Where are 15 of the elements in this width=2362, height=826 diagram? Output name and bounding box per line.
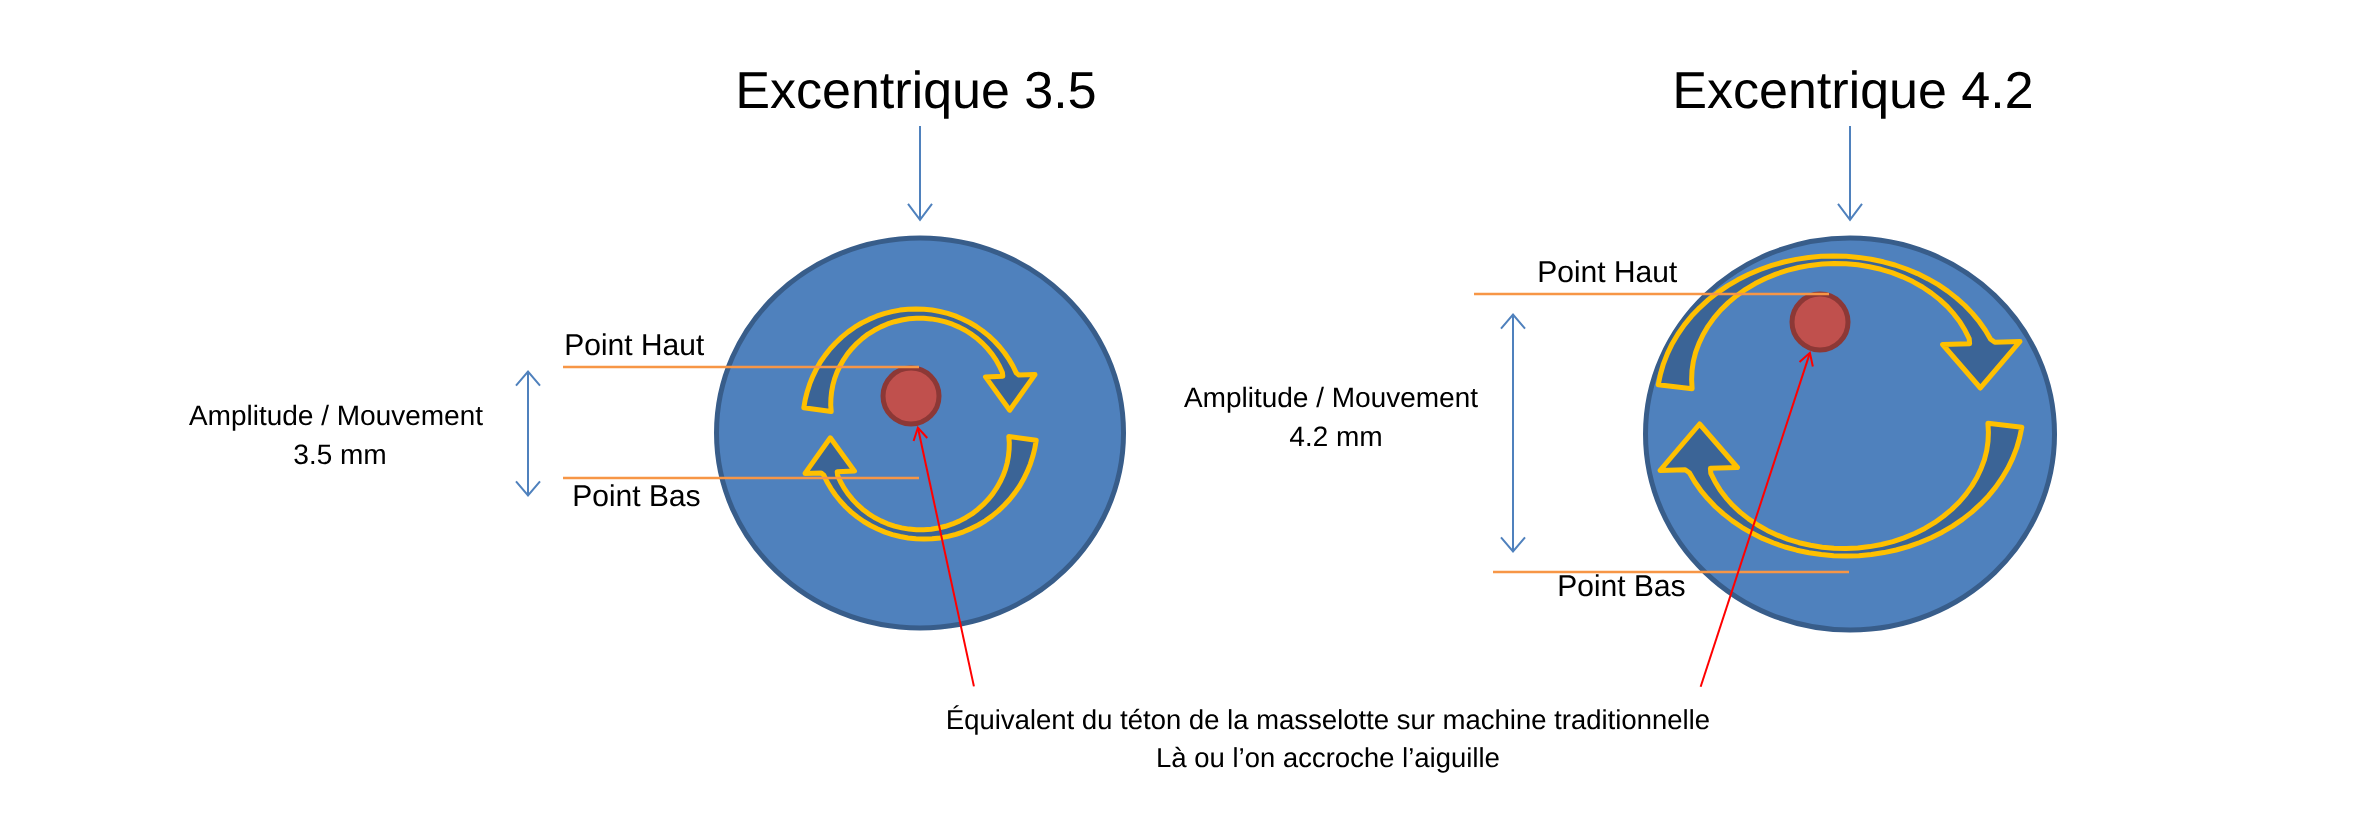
dimension-label: Amplitude / Mouvement [189,404,483,431]
leader-arrow [912,425,975,688]
point-label: Point Bas [1559,574,1685,597]
point-label: Point Haut [1539,260,1677,283]
arrow [1837,125,1863,222]
arrow [907,125,933,222]
callout-text: Équivalent du téton de la masselotte sur machine traditionnelle Là ou l’on accroche l’aiguille [948,705,1709,773]
title: Excentrique 3.5 [739,70,1095,119]
point-label: Point Haut [566,333,704,356]
point-label: Point Bas [574,484,700,507]
title: Excentrique 4.2 [1676,70,2031,119]
leader-arrow [1699,351,1814,688]
dimension-label: Amplitude / Mouvement [1184,386,1478,413]
dimension-value: 3.5 mm [294,444,385,465]
dimension-value: 4.2 mm [1290,426,1381,446]
